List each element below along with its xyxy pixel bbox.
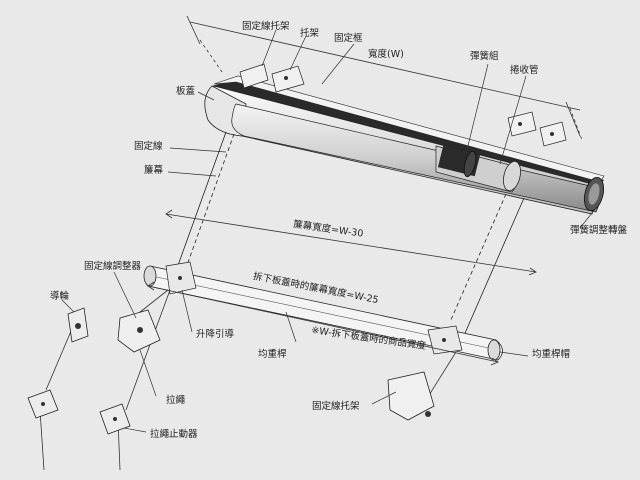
blind-fabric — [171, 131, 525, 341]
label-guide-wheel: 導輪 — [50, 291, 70, 302]
label-width-w: 寬度(W) — [368, 49, 404, 60]
label-spring-adjuster: 彈簧調整轉盤 — [570, 225, 628, 236]
label-bottom-rail: 均重桿 — [258, 349, 287, 360]
label-bracket: 托架 — [300, 28, 320, 39]
label-bottom-rail-cap: 均重桿帽 — [532, 349, 571, 360]
label-lifting-guide: 升降引導 — [196, 329, 235, 340]
label-fixed-line-bracket-bottom: 固定線托架 — [312, 401, 360, 412]
label-cord-stopper: 拉繩止動器 — [150, 429, 198, 440]
label-fixed-line-bracket-top: 固定線托架 — [242, 21, 290, 32]
bottom-rail-drawing — [143, 261, 503, 361]
label-fixing-frame: 固定框 — [334, 33, 363, 44]
line-adjuster-drawing — [117, 309, 161, 353]
no-cover-width-dimension — [147, 281, 499, 366]
leader-lines — [61, 29, 597, 433]
width-dimension — [186, 15, 583, 141]
head-rail — [204, 63, 605, 215]
label-roller-tube: 捲收管 — [510, 65, 539, 76]
cloth-width-dimension — [165, 209, 537, 276]
bottom-bracket-drawing — [387, 371, 435, 421]
label-cover: 板蓋 — [176, 86, 196, 97]
pull-cord-fittings — [27, 389, 131, 435]
label-spring-unit: 彈簧組 — [470, 51, 499, 62]
label-blind-cloth: 簾幕 — [144, 165, 164, 176]
label-pull-cord: 拉繩 — [166, 395, 186, 406]
label-line-adjuster: 固定線調整器 — [84, 261, 142, 272]
label-fixed-line: 固定線 — [134, 141, 163, 152]
guide-wheel-drawing — [67, 307, 89, 343]
